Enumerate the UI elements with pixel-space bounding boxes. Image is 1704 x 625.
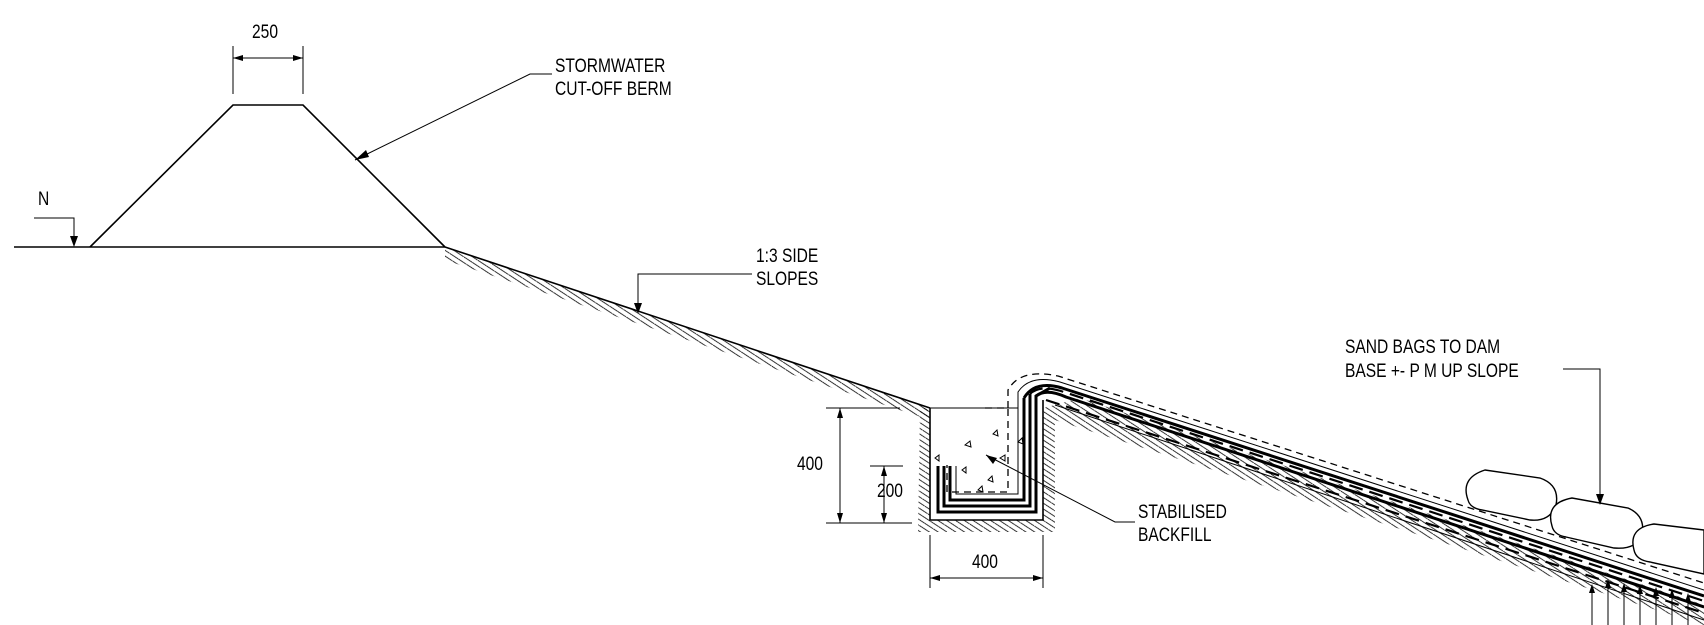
top-width-dimension [232,46,304,94]
trench-dashed-line [946,407,1009,493]
sand-bag-3 [1632,523,1704,575]
side-slope [444,246,931,420]
sand-bags-label-line2: BASE +- P M UP SLOPE [1345,360,1519,382]
top-width-label: 250 [252,21,278,43]
trench-depth-label: 400 [797,453,823,475]
trench-width-dimension [929,535,1044,588]
trench-width-label: 400 [972,551,998,573]
berm-label-line1: STORMWATER [555,55,665,77]
anchor-trench [918,386,1055,532]
sand-bags-leader [1563,368,1604,505]
berm-label-line2: CUT-OFF BERM [555,78,672,100]
liner-depth-label: 200 [877,480,903,502]
ngl-marker [34,217,78,247]
sand-bags [1465,469,1704,575]
trench-outline [929,400,1044,521]
sand-bag-1 [1465,469,1558,521]
sand-bag-2 [1549,497,1644,549]
anchor-arrows [1589,579,1691,625]
sand-bags-label-line1: SAND BAGS TO DAM [1345,336,1500,358]
berm-outline [89,104,446,248]
side-slopes-leader [634,273,752,314]
liner-on-slope [1007,373,1704,625]
trench-depth-dimension [826,407,912,524]
side-slopes-label-line1: 1:3 SIDE [756,245,818,267]
backfill-aggregate [934,428,1024,493]
ngl-label: N [38,188,49,210]
backfill-label-line2: BACKFILL [1138,524,1212,546]
slope-line [444,246,931,409]
backfill-leader [985,454,1135,523]
berm-leader [354,73,552,161]
liner-depth-dimension [870,465,903,523]
stormwater-berm [14,104,446,248]
backfill-label-line1: STABILISED [1138,501,1227,523]
side-slopes-label-line2: SLOPES [756,268,818,290]
